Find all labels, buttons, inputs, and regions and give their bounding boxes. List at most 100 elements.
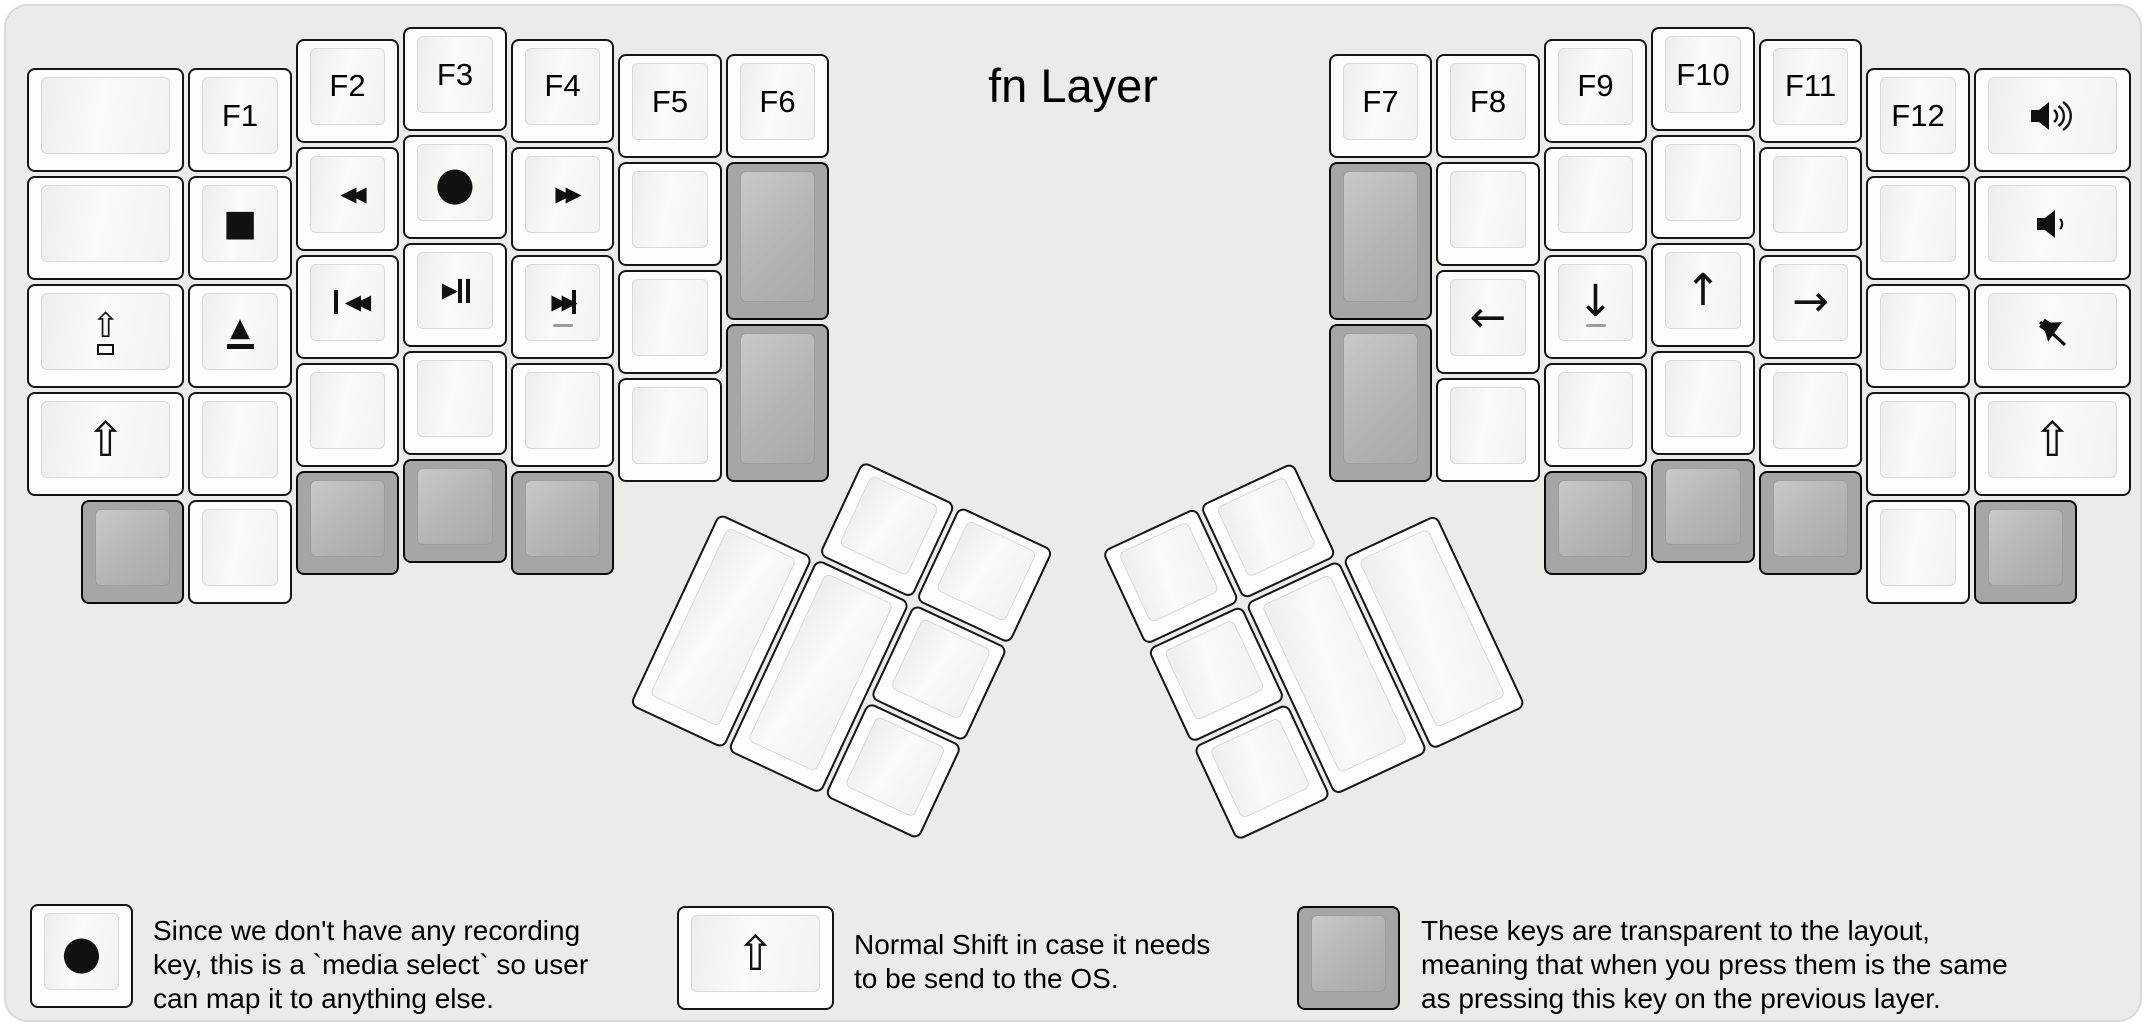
bar-glyph: [226, 343, 254, 349]
keytop: [1772, 479, 1849, 557]
key-arrow-up[interactable]: ↑: [1651, 243, 1755, 347]
keytop: [1342, 171, 1419, 302]
key-f7[interactable]: F7: [1328, 54, 1433, 158]
key-f1[interactable]: F1: [188, 68, 292, 173]
key-shift[interactable]: ⇧: [1973, 392, 2131, 497]
keytop: [1772, 371, 1849, 449]
key-blank[interactable]: [403, 351, 507, 455]
keytop: [632, 279, 708, 356]
key-f2[interactable]: F2: [295, 38, 400, 143]
key-transparent[interactable]: [295, 470, 400, 575]
keytop: [1342, 333, 1419, 464]
keytop: [1987, 77, 2117, 155]
shift-sample-key: ⇧: [677, 906, 834, 1010]
key-blank[interactable]: [188, 500, 292, 605]
keytop: [1880, 509, 1956, 587]
triangle-glyph: ▶▶: [551, 289, 577, 314]
key-label: F6: [759, 83, 796, 119]
key-f12[interactable]: F12: [1866, 68, 1970, 173]
key-blank[interactable]: [618, 270, 722, 374]
keytop: F10: [1665, 36, 1741, 113]
key-blank[interactable]: [618, 378, 722, 482]
key-volume-down[interactable]: [1973, 176, 2131, 281]
key-blank[interactable]: [1866, 500, 1970, 605]
key-fast-forward[interactable]: ▶▶: [510, 146, 615, 251]
key-blank[interactable]: [295, 362, 400, 467]
key-volume-up[interactable]: [1973, 68, 2131, 173]
key-blank[interactable]: [27, 68, 185, 173]
keytop: [1987, 509, 2064, 587]
key-blank[interactable]: [1758, 362, 1863, 467]
eject-icon: ▲: [226, 312, 254, 349]
key-blank[interactable]: [1436, 162, 1540, 266]
key-arrow-down[interactable]: ↓: [1543, 254, 1648, 359]
key-transparent[interactable]: [725, 162, 830, 320]
key-f8[interactable]: F8: [1436, 54, 1540, 158]
key-eject[interactable]: ▲: [188, 284, 292, 389]
key-blank[interactable]: [1436, 378, 1540, 482]
key-blank[interactable]: [1543, 146, 1648, 251]
keytop: ●: [417, 144, 493, 221]
keytop: [1987, 293, 2117, 371]
triangle-glyph: ▲: [230, 312, 250, 343]
keytop: [739, 171, 816, 302]
key-shift[interactable]: ⇧: [27, 392, 185, 497]
key-media-stop[interactable]: ■: [188, 176, 292, 281]
key-blank[interactable]: [510, 362, 615, 467]
keytop: ⇧: [1987, 401, 2117, 479]
keytop: [202, 401, 278, 479]
stop-icon: ■: [222, 202, 257, 244]
key-f10[interactable]: F10: [1651, 27, 1755, 131]
key-caps-lock[interactable]: ⇧: [27, 284, 185, 389]
keytop: F3: [417, 36, 493, 113]
key-blank[interactable]: [1543, 362, 1648, 467]
key-blank[interactable]: [1866, 392, 1970, 497]
key-rewind[interactable]: ◀◀: [295, 146, 400, 251]
key-blank[interactable]: [1866, 176, 1970, 281]
voldown-icon: [2035, 208, 2069, 240]
keytop: [1557, 371, 1634, 449]
key-f9[interactable]: F9: [1543, 38, 1648, 143]
key-transparent[interactable]: [510, 470, 615, 575]
key-blank[interactable]: [27, 176, 185, 281]
key-transparent[interactable]: [80, 500, 185, 605]
key-arrow-right[interactable]: →: [1758, 254, 1863, 359]
key-f6[interactable]: F6: [725, 54, 830, 158]
key-blank[interactable]: [1651, 351, 1755, 455]
keytop: [1209, 717, 1311, 820]
key-transparent[interactable]: [1651, 459, 1755, 563]
key-f3[interactable]: F3: [403, 27, 507, 131]
keytop: F5: [632, 63, 708, 140]
key-mute[interactable]: [1973, 284, 2131, 389]
key-play-pause[interactable]: ▶: [403, 243, 507, 347]
key-blank[interactable]: [1758, 146, 1863, 251]
keytop: [1665, 144, 1741, 221]
key-blank[interactable]: [618, 162, 722, 266]
keytop: [935, 520, 1037, 622]
key-f11[interactable]: F11: [1758, 38, 1863, 143]
key-f4[interactable]: F4: [510, 38, 615, 143]
key-transparent[interactable]: [1973, 500, 2078, 605]
key-transparent[interactable]: [1758, 470, 1863, 575]
key-blank[interactable]: [1866, 284, 1970, 389]
key-next-track[interactable]: ▶▶: [510, 254, 615, 359]
triangle-glyph: ◀◀: [340, 181, 366, 206]
key-label: F5: [651, 83, 689, 119]
key-transparent[interactable]: [1328, 162, 1433, 320]
key-prev-track[interactable]: ◀◀: [295, 254, 400, 359]
keytop: F4: [524, 47, 601, 125]
key-blank[interactable]: [188, 392, 292, 497]
keytop: F2: [309, 47, 386, 125]
key-transparent[interactable]: [403, 459, 507, 563]
keytop: [632, 387, 708, 464]
key-arrow-left[interactable]: ←: [1436, 270, 1540, 374]
key-blank[interactable]: [1651, 135, 1755, 239]
bar-glyph: [333, 290, 338, 315]
key-transparent[interactable]: [1328, 324, 1433, 482]
key-transparent[interactable]: [725, 324, 830, 482]
key-f5[interactable]: F5: [618, 54, 722, 158]
key-record-media-select[interactable]: ●: [403, 135, 507, 239]
rewind-icon: ◀◀: [338, 183, 366, 205]
key-transparent[interactable]: [1543, 470, 1648, 575]
